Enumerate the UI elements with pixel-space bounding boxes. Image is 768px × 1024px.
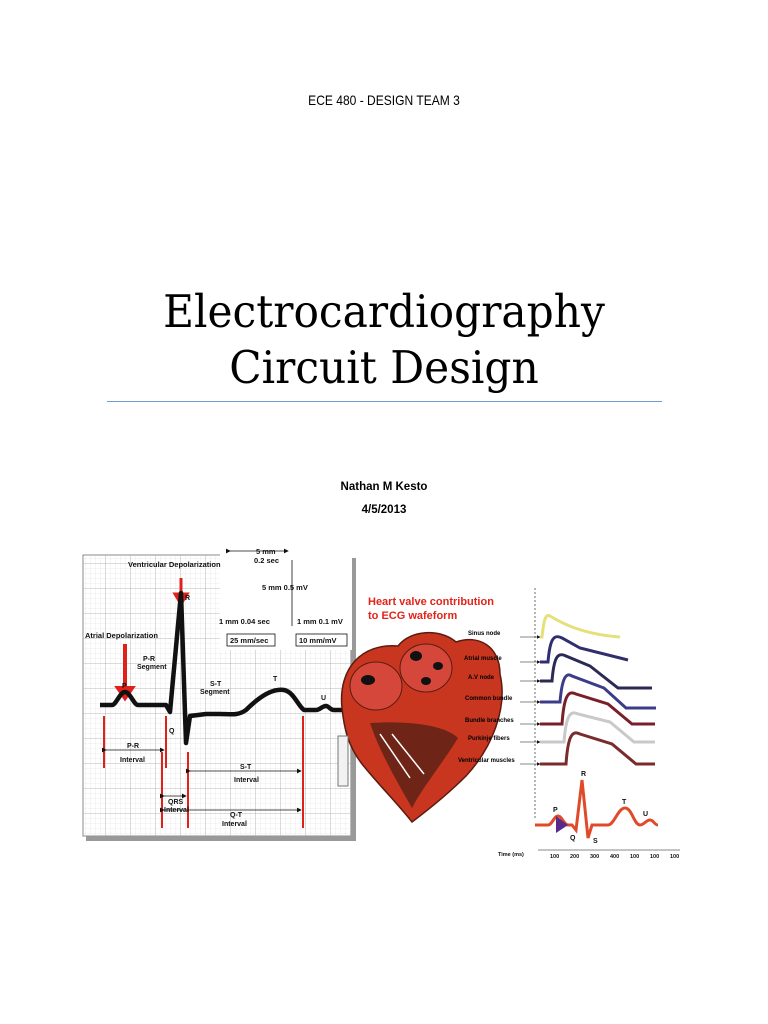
pr-interval-1: P-R <box>127 743 139 750</box>
qrs-1: QRS <box>168 799 184 806</box>
heart-heading-1: Heart valve contribution <box>368 596 494 608</box>
title-line-1: Electrocardiography <box>163 285 605 338</box>
mini-ecg: R P Q S T U Time (ms) 100 200 300 400 10… <box>498 771 680 860</box>
wave-r: R <box>185 595 190 602</box>
mini-u: U <box>643 811 648 818</box>
mini-r: R <box>581 771 586 778</box>
st-segment-1: S-T <box>210 681 222 688</box>
pr-interval-2: Interval <box>120 757 145 764</box>
document-title: Electrocardiography Circuit Design <box>23 284 745 396</box>
speed-box: 25 mm/sec <box>230 636 268 645</box>
author-block: Nathan M Kesto 4/5/2013 <box>0 476 768 522</box>
qt-2: Interval <box>222 821 247 828</box>
st-interval-2: Interval <box>234 777 259 784</box>
time-tick-6: 100 <box>650 854 659 860</box>
wave-u: U <box>321 695 326 702</box>
scale-1mm-004sec: 1 mm 0.04 sec <box>219 617 270 626</box>
ecg-figure: 5 mm 0.2 sec 5 mm 0.5 mV 1 mm 0.04 sec 1… <box>80 538 695 868</box>
item-ventricular-muscles: Ventricular muscles <box>458 758 515 764</box>
item-purkinje-fibers: Purkinje fibers <box>468 736 510 742</box>
mini-p: P <box>553 807 558 814</box>
mini-q: Q <box>570 835 576 842</box>
heart-illustration: Heart valve contribution to ECG wafeform… <box>337 588 680 860</box>
wave-t: T <box>273 676 278 683</box>
scale-1mm-01mv: 1 mm 0.1 mV <box>297 617 343 626</box>
author-date: 4/5/2013 <box>361 504 407 516</box>
st-segment-2: Segment <box>200 689 230 696</box>
author-name: Nathan M Kesto <box>340 481 428 493</box>
qt-1: Q-T <box>230 812 243 819</box>
scale-5mm-05mv: 5 mm 0.5 mV <box>262 583 308 592</box>
time-tick-4: 400 <box>610 854 619 860</box>
time-tick-1: 100 <box>550 854 559 860</box>
scale-5mm: 5 mm <box>256 547 276 556</box>
pr-segment-1: P-R <box>143 656 155 663</box>
time-tick-7: 100 <box>670 854 679 860</box>
gain-box: 10 mm/mV <box>299 636 337 645</box>
wave-p: P <box>122 683 127 690</box>
title-line-2: Circuit Design <box>229 341 539 394</box>
time-label: Time (ms) <box>498 852 524 858</box>
mini-t: T <box>622 799 627 806</box>
time-tick-5: 100 <box>630 854 639 860</box>
ecg-grid-panel: 5 mm 0.2 sec 5 mm 0.5 mV 1 mm 0.04 sec 1… <box>82 544 356 841</box>
time-tick-3: 300 <box>590 854 599 860</box>
item-atrial-muscle: Atrial muscle <box>464 656 502 662</box>
item-bundle-branches: Bundle branches <box>465 718 514 724</box>
st-interval-1: S-T <box>240 764 252 771</box>
item-common-bundle: Common bundle <box>465 696 513 702</box>
item-av-node: A.V node <box>468 675 495 681</box>
pr-segment-2: Segment <box>137 664 167 671</box>
title-divider <box>107 401 662 402</box>
time-tick-2: 200 <box>570 854 579 860</box>
heart-heading-2: to ECG wafeform <box>368 610 457 622</box>
item-sinus-node: Sinus node <box>468 631 501 637</box>
conduction-list: Sinus node Atrial muscle A.V node Common… <box>458 631 515 764</box>
mini-s: S <box>593 838 598 845</box>
wave-q: Q <box>169 728 175 735</box>
atrial-label: Atrial Depolarization <box>85 631 158 640</box>
ventricular-label: Ventricular Depolarization <box>128 560 221 569</box>
qrs-2: Interval <box>164 807 189 814</box>
scale-02sec: 0.2 sec <box>254 556 279 565</box>
course-header: ECE 480 - DESIGN TEAM 3 <box>308 92 460 108</box>
